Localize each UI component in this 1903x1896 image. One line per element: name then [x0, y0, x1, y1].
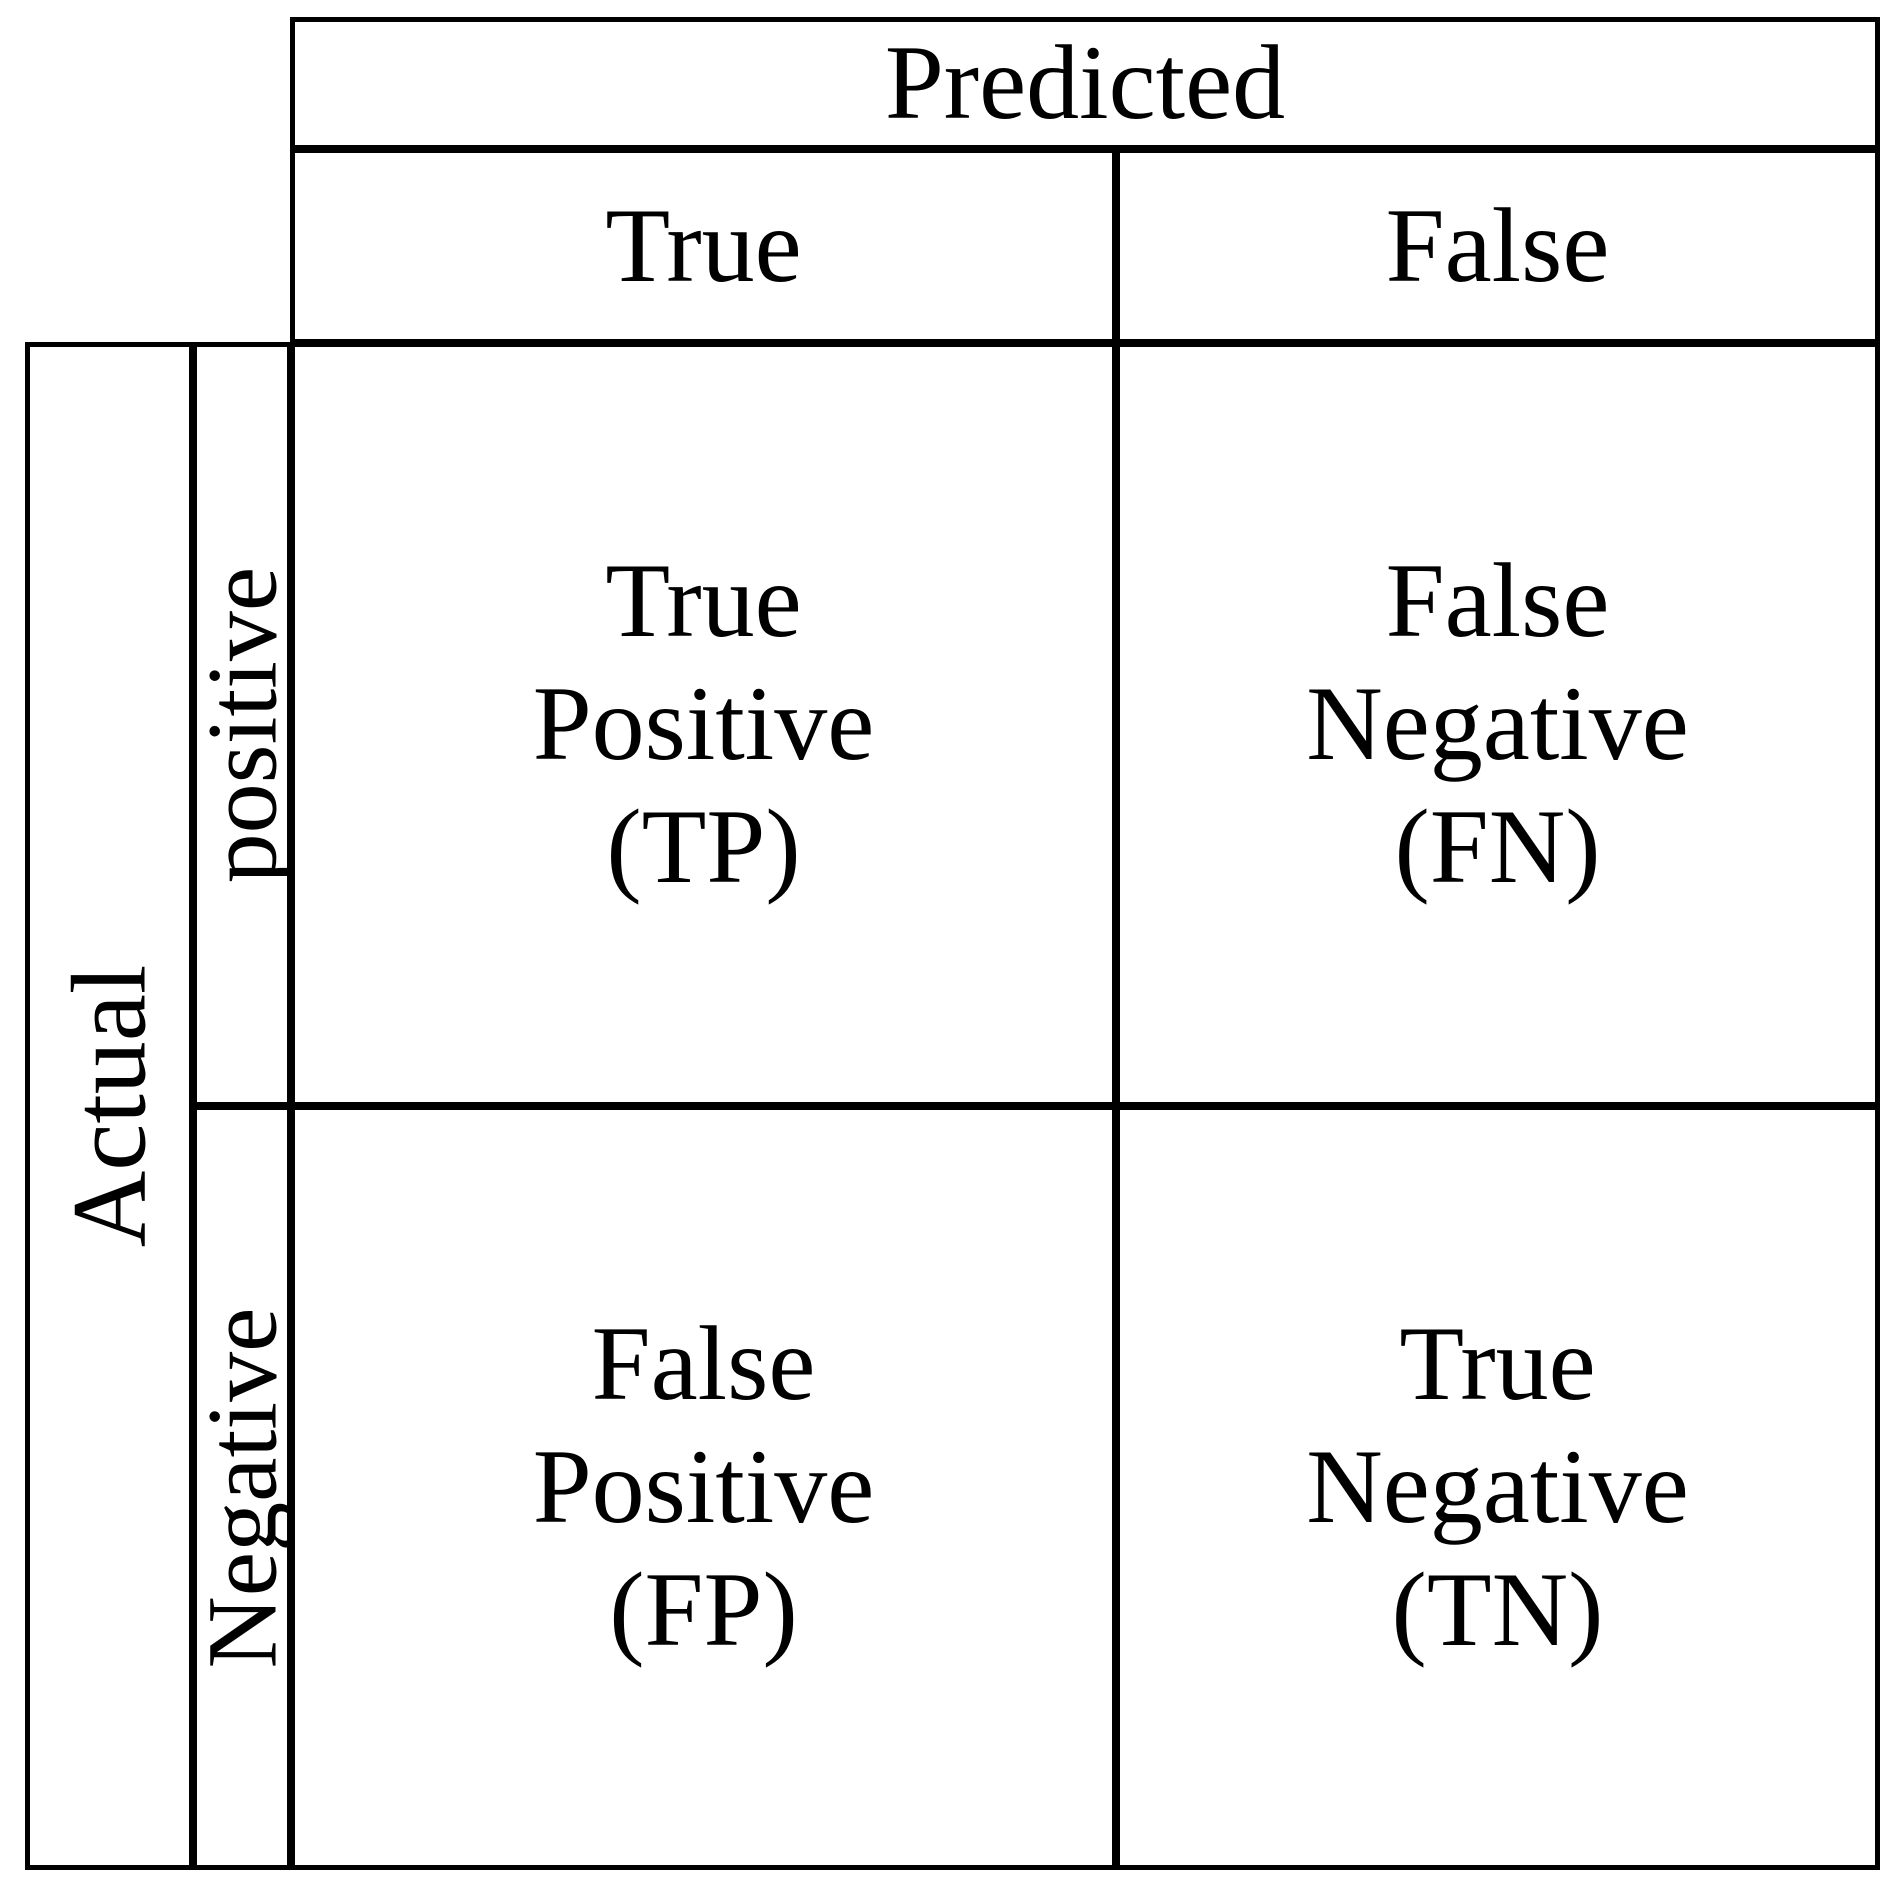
cell-true-positive: True Positive (TP): [290, 342, 1117, 1107]
cell-false-positive-line2: Positive: [532, 1428, 875, 1546]
cell-true-negative: True Negative (TN): [1115, 1105, 1880, 1870]
actual-axis-header: Actual: [25, 342, 194, 1870]
column-header-false: False: [1115, 148, 1880, 344]
column-header-false-label: False: [1385, 186, 1610, 304]
cell-true-positive-line2: Positive: [532, 665, 875, 783]
cell-false-negative-line2: Negative: [1306, 665, 1689, 783]
cell-true-negative-line2: Negative: [1306, 1428, 1689, 1546]
column-header-true-label: True: [605, 186, 802, 304]
row-header-positive: positive: [186, 342, 297, 1107]
row-header-negative-label: Negative: [186, 1307, 297, 1668]
cell-true-negative-abbr: (TN): [1391, 1550, 1604, 1668]
cell-false-positive-abbr: (FP): [609, 1550, 798, 1668]
row-header-positive-label: positive: [186, 566, 297, 883]
predicted-axis-header: Predicted: [290, 17, 1880, 150]
cell-true-positive-abbr: (TP): [606, 787, 801, 905]
cell-true-positive-line1: True: [605, 542, 802, 660]
column-header-true: True: [290, 148, 1117, 344]
cell-false-positive: False Positive (FP): [290, 1105, 1117, 1870]
cell-false-negative-abbr: (FN): [1394, 787, 1601, 905]
predicted-axis-label: Predicted: [884, 24, 1286, 142]
cell-false-positive-line1: False: [591, 1305, 816, 1423]
cell-false-negative-line1: False: [1385, 542, 1610, 660]
cell-false-negative: False Negative (FN): [1115, 342, 1880, 1107]
actual-axis-label: Actual: [50, 964, 168, 1248]
row-header-negative: Negative: [186, 1105, 297, 1870]
cell-true-negative-line1: True: [1399, 1305, 1596, 1423]
